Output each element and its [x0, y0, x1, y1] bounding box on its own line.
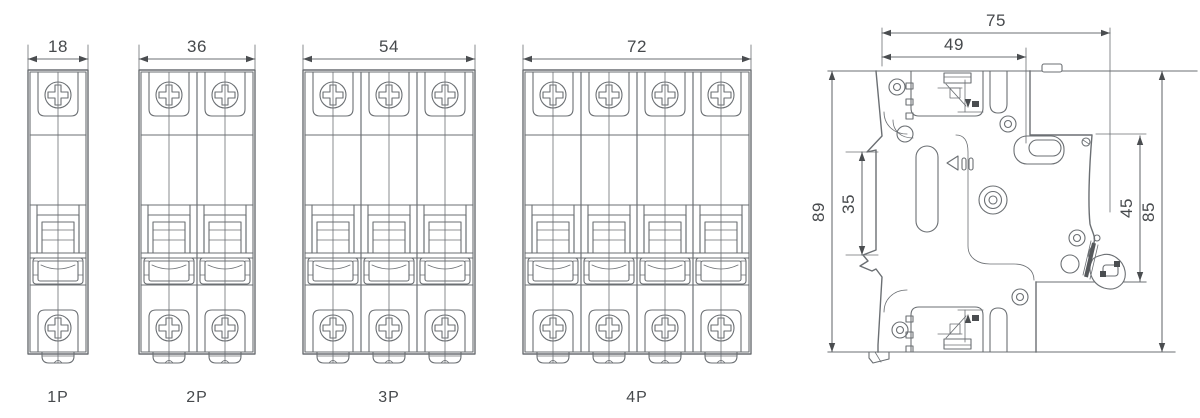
- oval-window: [1013, 135, 1065, 165]
- pole-count-label: 4P: [626, 389, 648, 406]
- dim-label: 18: [48, 37, 68, 56]
- housing-contour: [892, 119, 914, 139]
- pole-count-label: 3P: [378, 389, 400, 406]
- terminal-screw-icon: [905, 112, 914, 120]
- dim-arrowhead: [828, 71, 836, 80]
- front-view-4p: 72 4P: [522, 37, 752, 406]
- breaker-module: [636, 71, 694, 364]
- dim-arrowhead: [1158, 343, 1166, 352]
- shaft-icon: [978, 185, 1008, 215]
- dim-arrowhead: [246, 55, 255, 63]
- din-rail-profile: [859, 70, 883, 353]
- breaker-module: [140, 71, 198, 364]
- trip-unit-symbol: [937, 309, 984, 343]
- top-terminal-side: [910, 70, 984, 117]
- dim-label: 45: [1117, 198, 1136, 218]
- breaker-module: [196, 71, 254, 364]
- dim-arrowhead: [858, 246, 866, 255]
- vertical-slot: [989, 307, 1008, 353]
- width-dimension: 72: [522, 37, 752, 70]
- breaker-module: [524, 71, 582, 364]
- breaker-module: [29, 71, 87, 364]
- pole-count-label: 1P: [47, 389, 69, 406]
- width-dimension: 54: [302, 37, 476, 70]
- dim-arrowhead: [79, 55, 88, 63]
- breaker-module: [304, 71, 362, 364]
- vertical-slot: [915, 145, 939, 233]
- dim-label: 75: [986, 11, 1006, 30]
- dim-arrowhead: [858, 152, 866, 161]
- dim-label: 72: [627, 37, 647, 56]
- dim-arrowhead: [139, 55, 148, 63]
- breaker-module: [580, 71, 638, 364]
- toggle-tip: [1041, 63, 1063, 73]
- dim-arrowhead: [1136, 136, 1144, 145]
- pin-hole: [1060, 254, 1080, 274]
- dim-arrowhead: [466, 55, 475, 63]
- latch-spring-hatch: [1084, 242, 1096, 278]
- small-screw-icon: [1081, 137, 1091, 147]
- front-profile: [1029, 70, 1096, 260]
- dim-arrowhead: [1017, 53, 1026, 61]
- terminal-screw-icon: [905, 345, 914, 353]
- dim-arrowhead: [964, 99, 972, 108]
- dim-arrowhead: [1136, 272, 1144, 281]
- pin-hole: [896, 125, 914, 143]
- front-view-1p: 18 1P: [27, 37, 89, 406]
- pin-hole: [1093, 234, 1101, 242]
- trip-unit-symbol: [937, 79, 984, 113]
- dim-arrowhead: [303, 55, 312, 63]
- dim-label: 36: [187, 37, 207, 56]
- dim-label: 89: [809, 202, 828, 222]
- terminal-screw-icon: [905, 315, 914, 323]
- dim-label: 54: [379, 37, 399, 56]
- rivet-icon: [888, 78, 906, 96]
- dim-label: 35: [839, 194, 858, 214]
- dim-arrowhead: [523, 55, 532, 63]
- terminal-screw-icon: [905, 82, 914, 90]
- terminal-screw-icon: [905, 98, 914, 106]
- pole-count-label: 2P: [186, 389, 208, 406]
- latch-hook: [1089, 253, 1126, 290]
- housing-contour: [883, 111, 908, 135]
- dim-arrowhead: [882, 53, 891, 61]
- trip-indicator-icon: [946, 155, 974, 171]
- dim-arrowhead: [742, 55, 751, 63]
- dim-label: 49: [944, 35, 964, 54]
- dim-label: 85: [1139, 202, 1158, 222]
- breaker-module: [416, 71, 474, 364]
- rivet-icon: [891, 321, 909, 339]
- front-view-2p: 36 2P: [138, 37, 256, 406]
- dim-arrowhead: [828, 343, 836, 352]
- breaker-module: [692, 71, 750, 364]
- housing-contour: [883, 289, 908, 313]
- dim-arrowhead: [964, 314, 972, 323]
- rivet-icon: [1068, 229, 1086, 247]
- dim-arrowhead: [28, 55, 37, 63]
- vertical-slot: [989, 70, 1008, 114]
- housing-contour: [955, 134, 1035, 281]
- rivet-icon: [999, 115, 1017, 133]
- dim-arrowhead: [1101, 29, 1110, 37]
- width-dimension: 18: [27, 37, 89, 70]
- rivet-icon: [1011, 288, 1029, 306]
- dim-arrowhead: [1158, 71, 1166, 80]
- breaker-module: [360, 71, 418, 364]
- width-dimension: 36: [138, 37, 256, 70]
- dim-arrowhead: [882, 29, 891, 37]
- front-view-3p: 54 3P: [302, 37, 476, 406]
- bottom-terminal-side: [910, 306, 984, 353]
- mounting-foot: [868, 351, 890, 364]
